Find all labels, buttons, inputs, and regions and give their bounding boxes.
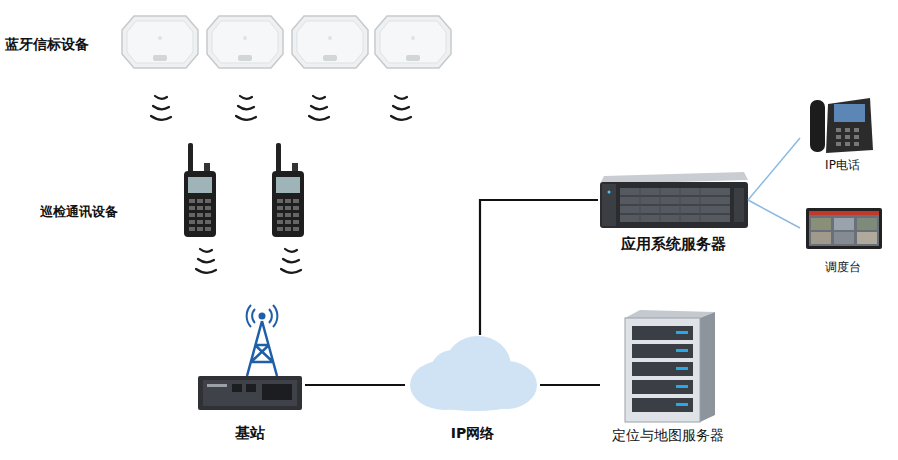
map-server: 定位与地图服务器 <box>600 305 735 447</box>
base-station: 基站 <box>195 300 305 445</box>
device-label: 基站 <box>235 424 265 442</box>
device-label: IP电话 <box>825 158 860 172</box>
ip-network-cloud <box>410 336 537 411</box>
network-link <box>748 200 800 228</box>
map-server-icon <box>625 310 715 422</box>
handheld-radios <box>184 143 304 237</box>
radio-group: 巡检通讯设备 <box>40 140 315 240</box>
ip-phone-icon <box>810 98 873 153</box>
network-link <box>748 138 800 200</box>
network-link <box>540 384 600 386</box>
application-server-icon <box>600 172 748 228</box>
device-label: 定位与地图服务器 <box>612 427 724 443</box>
base-station-icon <box>198 305 302 410</box>
wireless-waves <box>151 96 411 273</box>
dispatch-console: 调度台 <box>800 204 885 278</box>
device-label: 蓝牙信标设备 <box>5 36 89 52</box>
device-label: 调度台 <box>825 260 861 274</box>
dispatch-console-icon <box>806 208 882 249</box>
device-label: IP网络 <box>451 425 494 441</box>
network-cloud: IP网络 <box>405 335 540 445</box>
beacon-group: 蓝牙信标设备 <box>5 10 460 75</box>
network-link <box>480 200 598 335</box>
application-server: 应用系统服务器 <box>598 172 748 256</box>
network-link <box>305 384 405 386</box>
ip-phone: IP电话 <box>800 92 885 176</box>
bluetooth-beacons <box>122 16 451 68</box>
device-label: 巡检通讯设备 <box>40 204 118 219</box>
device-label: 应用系统服务器 <box>621 235 726 253</box>
